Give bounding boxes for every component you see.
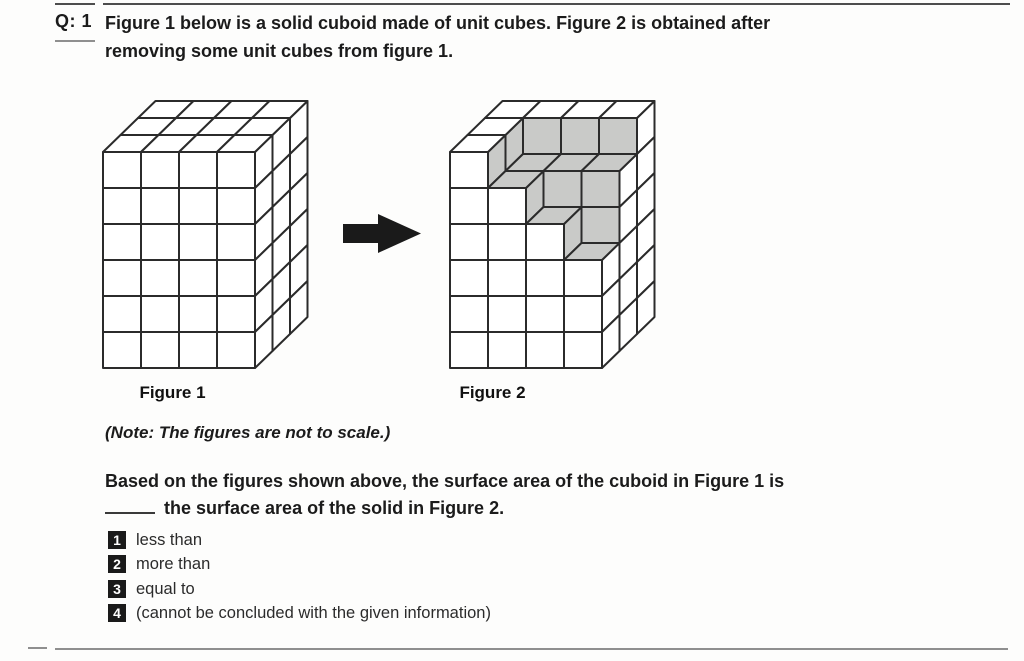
top-divider-short	[55, 3, 95, 5]
option-label: equal to	[136, 579, 195, 598]
arrow-right-icon	[343, 214, 421, 253]
question-number: Q: 1	[55, 11, 93, 31]
scale-note: (Note: The figures are not to scale.)	[105, 423, 391, 442]
question-number-underline	[55, 40, 95, 42]
figure-2-solid-drawing	[449, 100, 656, 369]
option-label: (cannot be concluded with the given info…	[136, 603, 491, 622]
option-row-1[interactable]: 1 less than	[108, 530, 202, 550]
option-number-badge: 3	[108, 580, 126, 598]
bottom-divider-long	[55, 648, 1008, 650]
figure-1-cuboid-drawing	[102, 100, 309, 369]
bottom-divider-short	[28, 647, 47, 649]
option-row-3[interactable]: 3 equal to	[108, 579, 195, 599]
question-body-line-2-text: the surface area of the solid in Figure …	[164, 498, 505, 518]
option-label: more than	[136, 554, 211, 573]
top-divider-long	[103, 3, 1010, 5]
option-number-badge: 2	[108, 555, 126, 573]
question-prompt-line-2: removing some unit cubes from figure 1.	[105, 41, 454, 61]
question-prompt-line-1: Figure 1 below is a solid cuboid made of…	[105, 13, 771, 33]
option-number-badge: 1	[108, 531, 126, 549]
option-row-2[interactable]: 2 more than	[108, 554, 210, 574]
question-prompt: Figure 1 below is a solid cuboid made of…	[105, 9, 770, 65]
figure-1-caption: Figure 1	[139, 383, 206, 402]
option-number-badge: 4	[108, 604, 126, 622]
option-row-4[interactable]: 4 (cannot be concluded with the given in…	[108, 603, 491, 623]
answer-blank	[105, 497, 155, 514]
option-label: less than	[136, 530, 203, 549]
question-body-line-2: the surface area of the solid in Figure …	[105, 497, 504, 519]
question-body-line-1: Based on the figures shown above, the su…	[105, 471, 785, 491]
figure-2-caption: Figure 2	[459, 383, 526, 402]
